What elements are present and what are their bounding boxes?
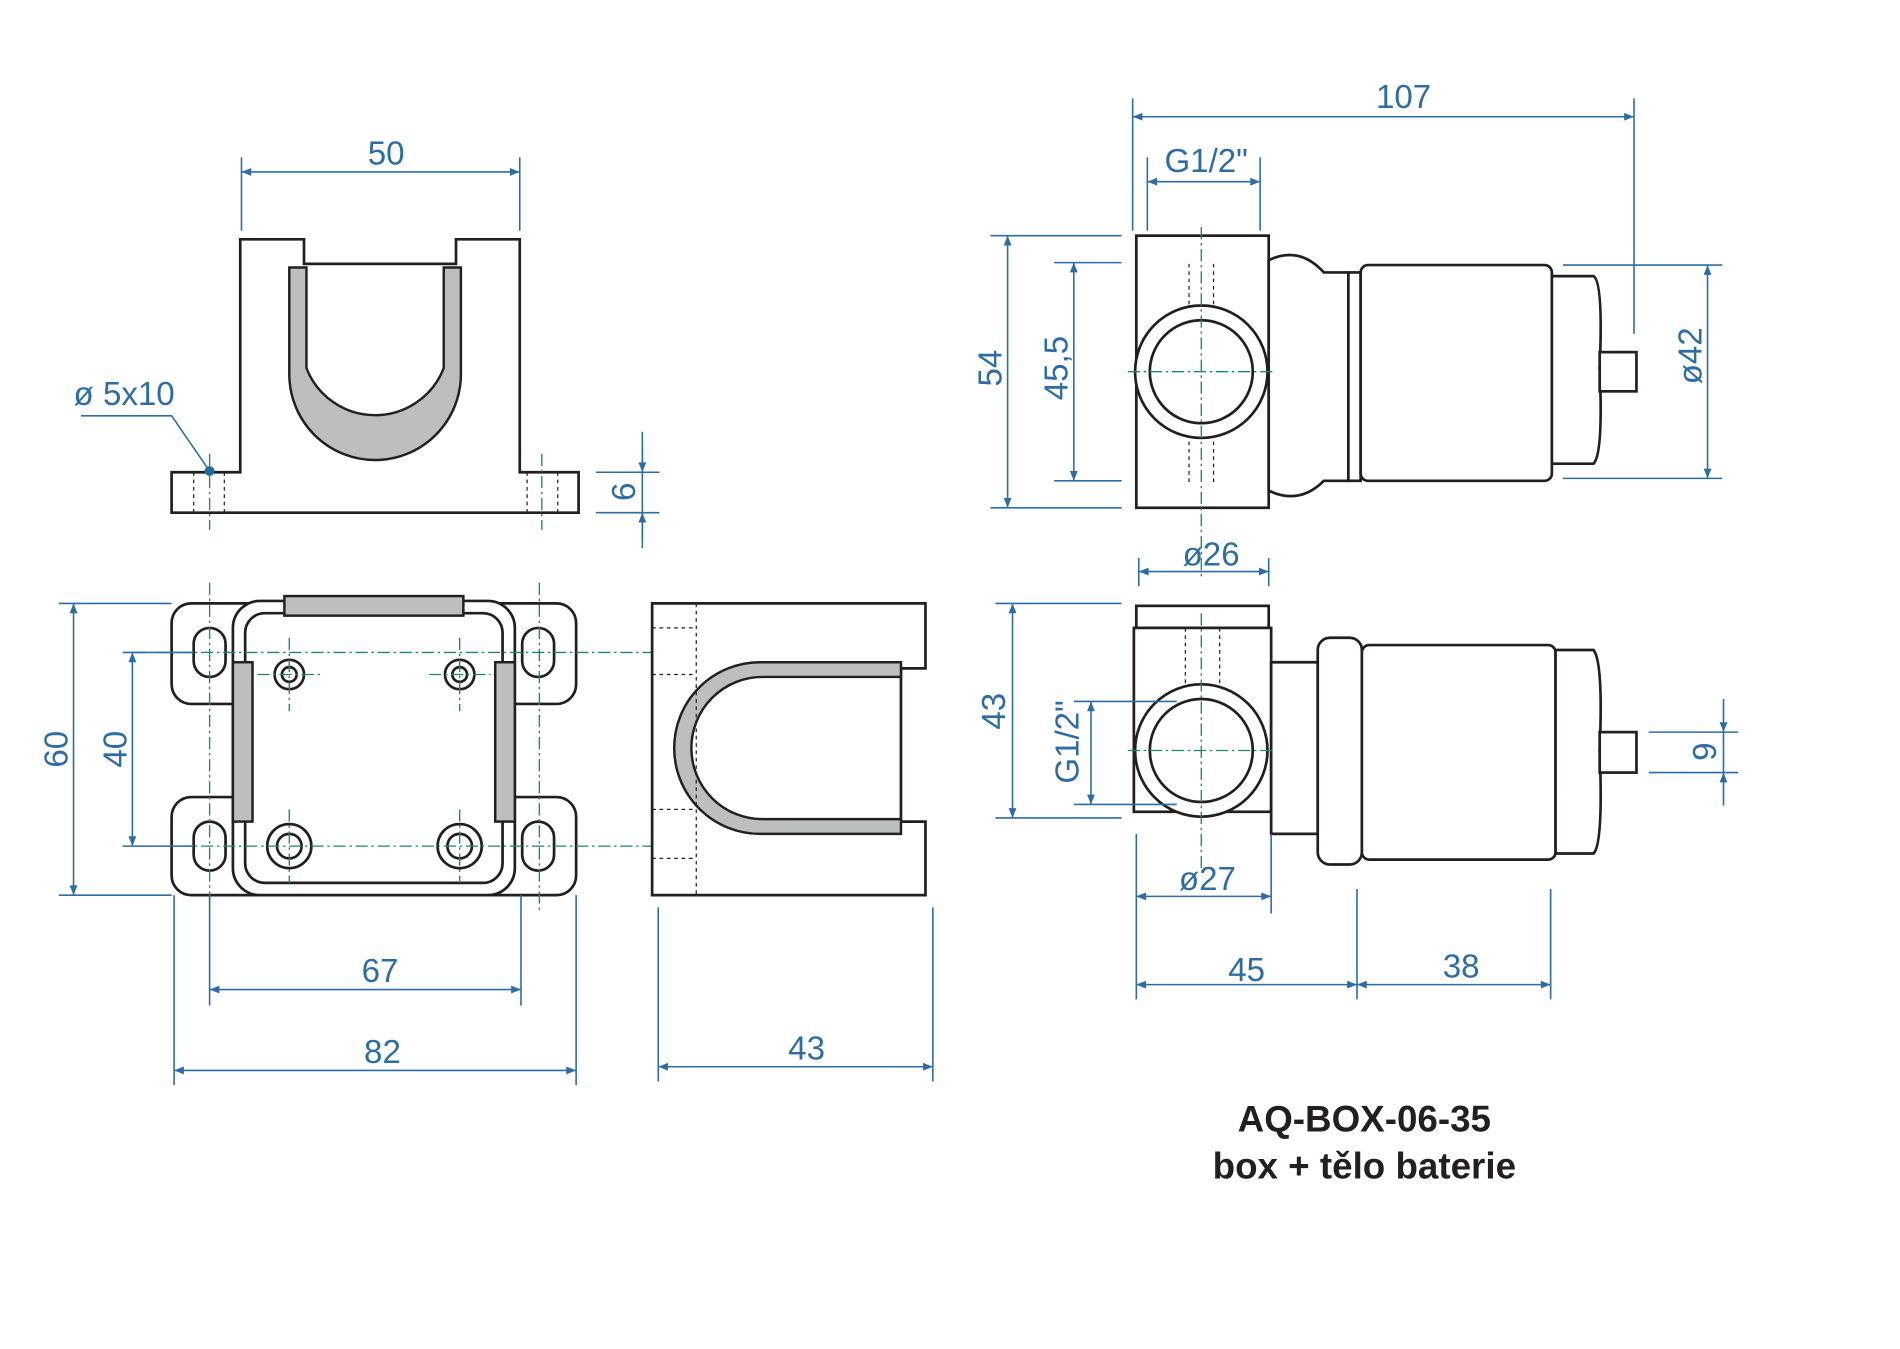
box-top-view: 60 40 67 82 bbox=[38, 582, 711, 1086]
dim-len-a: 45 bbox=[1228, 952, 1265, 989]
dim-box-width-inner: 67 bbox=[362, 953, 399, 990]
valve-side-view: 43 G1/2" 9 ø27 45 38 bbox=[976, 602, 1739, 1000]
dim-valve-side-thread: G1/2" bbox=[1050, 700, 1087, 783]
dim-box-depth: 43 bbox=[788, 1030, 825, 1067]
dim-valve-inner-height: 45,5 bbox=[1039, 336, 1076, 400]
dim-spindle: 9 bbox=[1687, 743, 1724, 761]
dim-valve-thread: G1/2" bbox=[1164, 143, 1247, 180]
dim-hole: ø 5x10 bbox=[74, 376, 175, 413]
dim-flange: 6 bbox=[606, 483, 643, 501]
dim-box-width-outer: 82 bbox=[364, 1034, 401, 1071]
dim-len-b: 38 bbox=[1443, 948, 1480, 985]
dim-valve-diameter: ø42 bbox=[1672, 327, 1709, 384]
dim-valve-height: 54 bbox=[972, 350, 1009, 387]
dim-box-width: 50 bbox=[368, 136, 405, 173]
product-code: AQ-BOX-06-35 bbox=[1238, 1099, 1491, 1140]
dim-valve-side-height: 43 bbox=[976, 693, 1013, 730]
box-front-view: 50 ø 5x10 6 bbox=[74, 136, 660, 549]
box-side-view: 43 bbox=[650, 602, 934, 1082]
dim-valve-body-diameter: ø26 bbox=[1183, 536, 1240, 573]
product-description: box + tělo baterie bbox=[1213, 1145, 1516, 1186]
dim-box-height-outer: 60 bbox=[38, 731, 75, 768]
dim-box-height-inner: 40 bbox=[97, 731, 134, 768]
valve-front-view: 107 G1/2" 54 45,5 ø42 ø26 bbox=[972, 79, 1723, 587]
dim-valve-length: 107 bbox=[1376, 79, 1431, 116]
dim-valve-side-diameter: ø27 bbox=[1179, 861, 1236, 898]
